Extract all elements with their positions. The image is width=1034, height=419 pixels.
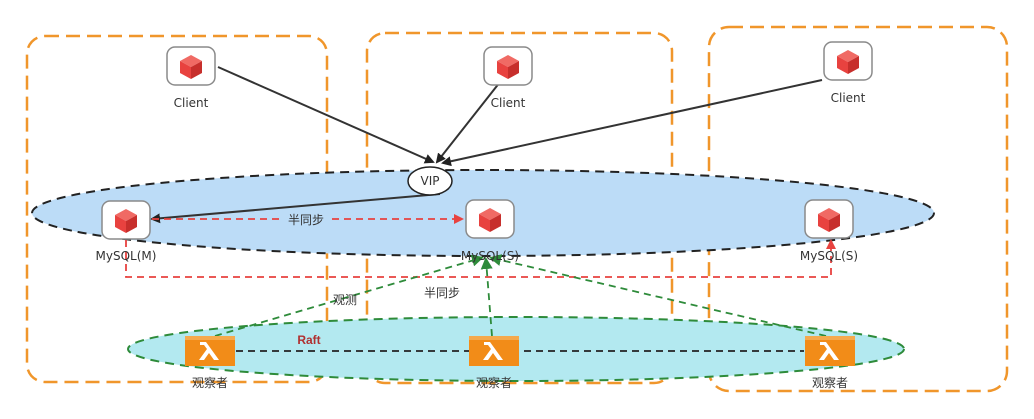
mysql-slave-label: MySQL(S) bbox=[461, 249, 519, 263]
vip-label: VIP bbox=[421, 174, 440, 188]
mysql-slave-node-1: MySQL(S) bbox=[461, 199, 519, 263]
vip-to-master-arrow bbox=[150, 193, 441, 224]
vip-node: VIP bbox=[407, 166, 453, 196]
semi-sync-bottom-label: 半同步 bbox=[424, 286, 460, 300]
observer-label: 观察者 bbox=[192, 376, 228, 390]
lambda-icon bbox=[805, 336, 855, 366]
observer-node-3: 观察者 bbox=[805, 336, 855, 390]
observer-label: 观察者 bbox=[476, 376, 512, 390]
observer-1-observe-arrow bbox=[214, 254, 484, 337]
client-cube-icon bbox=[823, 41, 873, 81]
mysql-master-node: MySQL(M) bbox=[96, 200, 157, 263]
client-cube-icon bbox=[166, 46, 216, 86]
mysql-cube-icon bbox=[101, 200, 151, 240]
client-node-3: Client bbox=[823, 41, 873, 105]
lambda-icon bbox=[185, 336, 235, 366]
client-3-to-vip-arrow bbox=[441, 79, 823, 167]
observer-node-1: 观察者 bbox=[185, 336, 235, 390]
client-cube-icon bbox=[483, 46, 533, 86]
client-2-to-vip-arrow bbox=[435, 81, 501, 164]
mysql-slave-node-2: MySQL(S) bbox=[800, 199, 858, 263]
mysql-cube-icon bbox=[804, 199, 854, 239]
client-label: Client bbox=[174, 96, 209, 110]
lambda-icon bbox=[469, 336, 519, 366]
mysql-slave-label: MySQL(S) bbox=[800, 249, 858, 263]
semi-sync-top-label: 半同步 bbox=[288, 213, 324, 227]
observer-2-observe-arrow bbox=[480, 257, 493, 337]
client-node-2: Client bbox=[483, 46, 533, 110]
raft-label: Raft bbox=[297, 333, 320, 347]
mysql-master-label: MySQL(M) bbox=[96, 249, 157, 263]
client-node-1: Client bbox=[166, 46, 216, 110]
semi-sync-top-label-bg bbox=[284, 212, 328, 228]
mysql-cube-icon bbox=[465, 199, 515, 239]
client-label: Client bbox=[831, 91, 866, 105]
client-label: Client bbox=[491, 96, 526, 110]
observer-3-observe-arrow bbox=[489, 254, 827, 337]
observer-label: 观察者 bbox=[812, 376, 848, 390]
semi-sync-master-to-slave2-arrow bbox=[125, 239, 836, 278]
observer-node-2: 观察者 bbox=[469, 336, 519, 390]
client-1-to-vip-arrow bbox=[217, 66, 435, 164]
observe-label: 观测 bbox=[333, 293, 357, 307]
